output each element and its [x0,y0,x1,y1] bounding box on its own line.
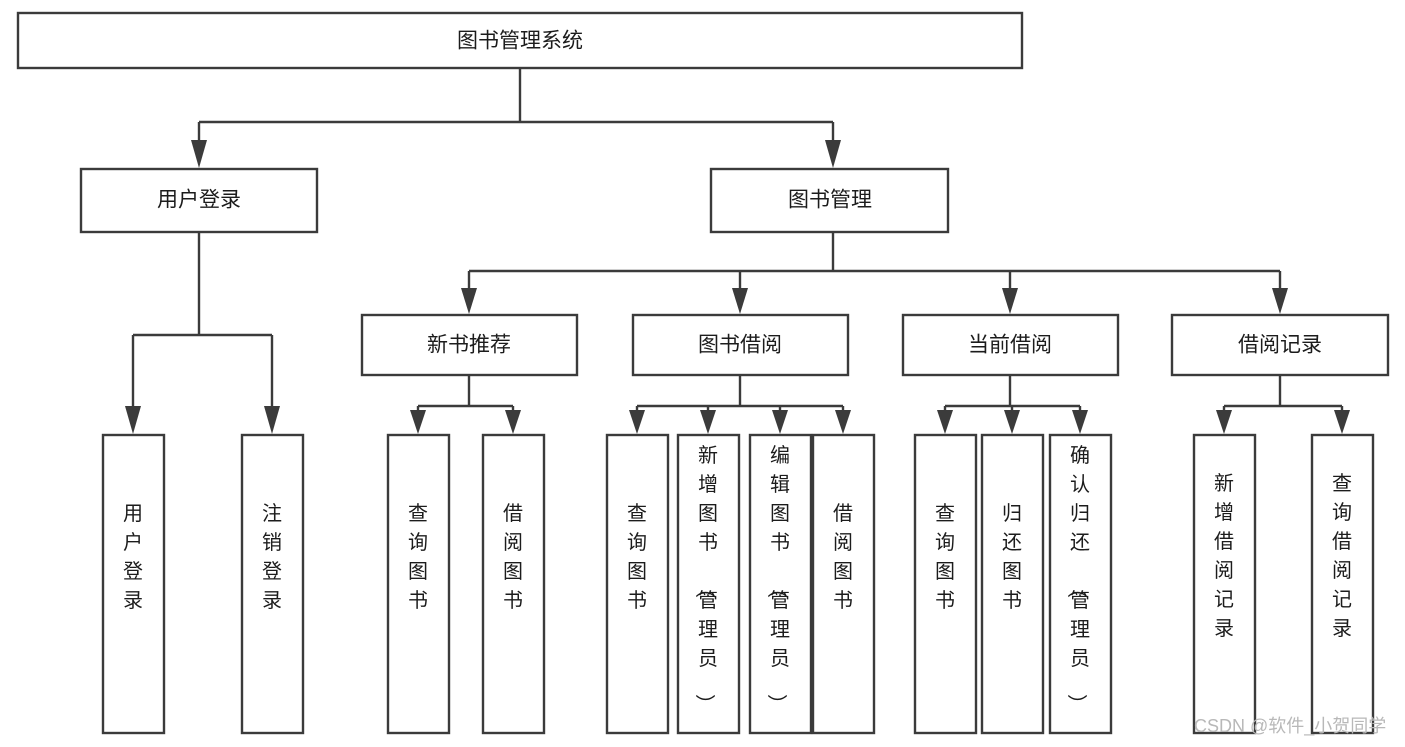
arrow-head-leaf-borrow-book-2 [835,410,851,434]
arrow-head-leaf-query-book-2 [629,410,645,434]
node-leaf-query-book-3-label: 查询图书 [935,502,955,612]
node-leaf-edit-book-label: 编辑图书（管理员） [765,444,790,714]
node-leaf-return-book[interactable]: 归还图书 [980,433,1045,735]
node-leaf-confirm-return[interactable]: 确认归还（管理员） [1048,433,1113,735]
arrow-head-leaf-borrow-book-1 [505,410,521,434]
node-leaf-query-record-label: 查询借阅记录 [1332,472,1352,640]
node-leaf-query-book-1-label: 查询图书 [408,502,428,612]
node-current-borrow[interactable]: 当前借阅 [901,313,1120,377]
arrow-head-new-book-recommend [461,288,477,314]
node-leaf-add-book[interactable]: 新增图书（管理员） [676,433,741,735]
node-leaf-query-book-3-box[interactable] [913,433,978,735]
arrow-head-leaf-user-logout [264,406,280,434]
node-user-login[interactable]: 用户登录 [79,167,319,234]
node-leaf-edit-book-box[interactable] [748,433,813,735]
node-book-management-box[interactable] [709,167,950,234]
arrow-head-leaf-return-book [1004,410,1020,434]
arrow-head-leaf-add-book [700,410,716,434]
node-leaf-borrow-book-1-box[interactable] [481,433,546,735]
node-leaf-query-book-2-box[interactable] [605,433,670,735]
node-leaf-user-login-label: 用户登录 [123,503,143,612]
node-leaf-add-book-label: 新增图书（管理员） [693,444,718,714]
node-new-book-recommend[interactable]: 新书推荐 [360,313,579,377]
node-book-management-label: 图书管理 [788,189,872,212]
node-leaf-user-login[interactable]: 用户登录 [101,433,166,735]
node-leaf-query-book-1[interactable]: 查询图书 [386,433,451,735]
node-leaf-user-logout-label: 注销登录 [262,502,282,612]
node-leaf-borrow-book-2-box[interactable] [811,433,876,735]
node-user-login-box[interactable] [79,167,319,234]
node-book-borrow-label: 图书借阅 [698,334,782,357]
node-new-book-recommend-box[interactable] [360,313,579,377]
node-borrow-record[interactable]: 借阅记录 [1170,313,1390,377]
arrow-head-leaf-query-record [1334,410,1350,434]
node-leaf-return-book-box[interactable] [980,433,1045,735]
node-leaf-user-logout[interactable]: 注销登录 [240,433,305,735]
connector-layer [125,68,1350,434]
arrow-head-leaf-edit-book [772,410,788,434]
node-leaf-add-record-box[interactable] [1192,433,1257,735]
node-leaf-borrow-book-2[interactable]: 借阅图书 [811,433,876,735]
node-user-login-label: 用户登录 [157,189,241,212]
arrow-head-leaf-add-record [1216,410,1232,434]
arrow-head-borrow-record [1272,288,1288,314]
node-leaf-confirm-return-label: 确认归还（管理员） [1065,444,1090,714]
node-leaf-user-logout-box[interactable] [240,433,305,735]
node-leaf-add-book-box[interactable] [676,433,741,735]
arrow-head-book-borrow [732,288,748,314]
arrow-head-leaf-user-login [125,406,141,434]
arrow-head-leaf-confirm-return [1072,410,1088,434]
node-borrow-record-label: 借阅记录 [1238,334,1322,357]
node-leaf-query-record[interactable]: 查询借阅记录 [1310,433,1375,735]
node-leaf-query-book-2[interactable]: 查询图书 [605,433,670,735]
node-borrow-record-box[interactable] [1170,313,1390,377]
node-root[interactable]: 图书管理系统 [16,11,1024,70]
node-new-book-recommend-label: 新书推荐 [427,334,511,357]
arrow-head-leaf-query-book-1 [410,410,426,434]
node-leaf-query-book-1-box[interactable] [386,433,451,735]
node-leaf-add-record[interactable]: 新增借阅记录 [1192,433,1257,735]
node-root-label: 图书管理系统 [457,30,583,53]
node-leaf-return-book-label: 归还图书 [1002,502,1022,612]
node-book-borrow[interactable]: 图书借阅 [631,313,850,377]
arrow-head-book-management [825,140,841,168]
node-leaf-add-record-label: 新增借阅记录 [1214,472,1234,640]
node-leaf-borrow-book-1-label: 借阅图书 [503,502,523,612]
node-current-borrow-label: 当前借阅 [968,334,1052,357]
arrow-head-leaf-query-book-3 [937,410,953,434]
node-leaf-user-login-box[interactable] [101,433,166,735]
node-current-borrow-box[interactable] [901,313,1120,377]
arrow-head-current-borrow [1002,288,1018,314]
arrow-head-user-login [191,140,207,168]
watermark-label: CSDN @软件_小贺同学 [1194,716,1386,737]
node-leaf-edit-book[interactable]: 编辑图书（管理员） [748,433,813,735]
node-leaf-borrow-book-2-label: 借阅图书 [833,502,853,612]
node-leaf-confirm-return-box[interactable] [1048,433,1113,735]
node-leaf-borrow-book-1[interactable]: 借阅图书 [481,433,546,735]
node-leaf-query-record-box[interactable] [1310,433,1375,735]
node-leaf-query-book-2-label: 查询图书 [627,502,647,612]
node-root-box[interactable] [16,11,1024,70]
node-book-management[interactable]: 图书管理 [709,167,950,234]
node-book-borrow-box[interactable] [631,313,850,377]
node-leaf-query-book-3[interactable]: 查询图书 [913,433,978,735]
